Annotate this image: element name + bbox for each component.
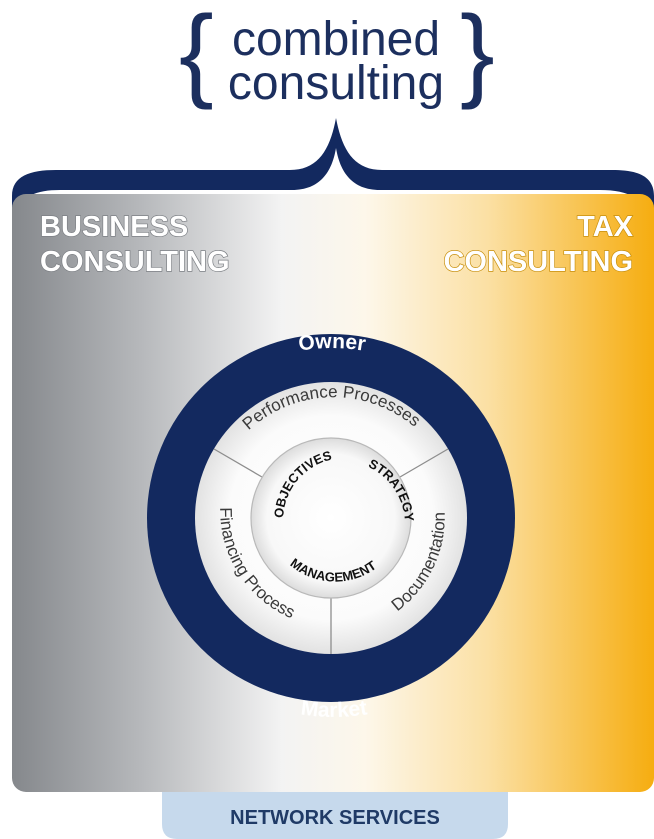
network-services-tab bbox=[162, 792, 508, 839]
ring-diagram: Owner Market Performance Processes Finan… bbox=[147, 330, 515, 722]
business-heading-line1: BUSINESS bbox=[40, 211, 188, 243]
tax-consulting-heading: TAX CONSULTING bbox=[443, 210, 635, 278]
business-consulting-heading: BUSINESS CONSULTING bbox=[39, 210, 230, 278]
market-label: Market bbox=[300, 696, 369, 722]
tax-heading-line2: CONSULTING bbox=[443, 246, 633, 278]
logo-open-brace: { bbox=[179, 0, 214, 111]
core-circle bbox=[250, 437, 412, 599]
business-heading-line2: CONSULTING bbox=[40, 246, 230, 278]
logo-word-combined: combined bbox=[232, 13, 440, 66]
divider-right bbox=[399, 448, 449, 478]
network-services-label: NETWORK SERVICES bbox=[230, 807, 440, 829]
logo-close-brace: } bbox=[460, 0, 495, 111]
top-brace-banner bbox=[12, 118, 654, 214]
tax-heading-line1: TAX bbox=[577, 211, 634, 243]
logo-word-consulting: consulting bbox=[228, 57, 444, 110]
middle-ring-dividers bbox=[213, 448, 449, 654]
divider-left bbox=[213, 448, 263, 478]
logo: { combined consulting } bbox=[179, 0, 495, 111]
